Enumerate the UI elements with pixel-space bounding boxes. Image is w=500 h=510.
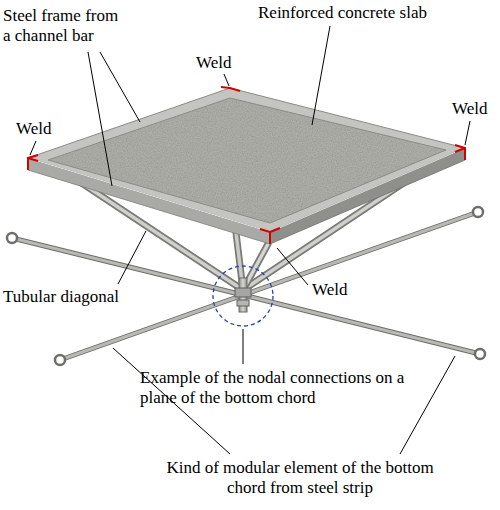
leader-lines — [30, 26, 470, 454]
callout-label: Weld — [196, 53, 256, 73]
callout-label: Reinforced concrete slab — [258, 3, 488, 23]
callout-label: Weld — [312, 280, 372, 300]
callout-label: Example of the nodal connections on a pl… — [140, 368, 425, 409]
detail-circle — [213, 266, 273, 326]
slab — [28, 88, 465, 244]
callout-label: Steel frame from a channel bar — [3, 6, 123, 47]
callout-label: Weld — [452, 99, 498, 119]
nodal-connection — [235, 278, 251, 312]
callout-label: Tubular diagonal — [3, 287, 163, 307]
callout-label: Weld — [16, 119, 76, 139]
callout-label: Kind of modular element of the bottom ch… — [160, 458, 440, 499]
weld-marks — [28, 87, 465, 244]
